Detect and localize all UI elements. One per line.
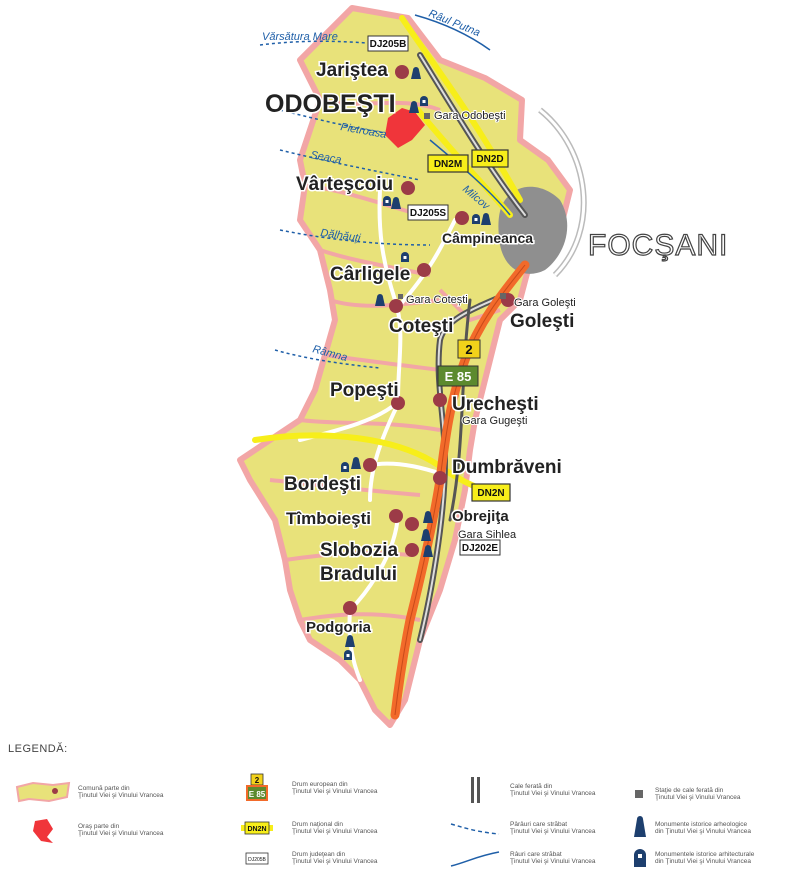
railway-station-icon: [625, 779, 655, 809]
river-label-seaca: Seaca: [309, 149, 342, 166]
commune-area-icon: [8, 777, 78, 807]
legend-text-national-road: Drum naţional din Ţinutul Viei şi Vinulu…: [292, 820, 378, 836]
legend-text-town: Oraş parte din Ţinutul Viei şi Vinului V…: [78, 822, 164, 838]
stream-icon: [440, 813, 510, 843]
commune-label-vartescoiu: Vârteşcoiu: [296, 174, 393, 195]
town-area-icon: [8, 815, 78, 845]
svg-text:DN2M: DN2M: [434, 159, 462, 170]
legend-item-national-road: DN2N Drum naţional din Ţinutul Viei şi V…: [222, 813, 417, 843]
legend-item-station: Staţie de cale ferată din Ţinutul Viei ş…: [625, 779, 805, 809]
odobesti-town-area: [385, 108, 425, 148]
river-label-dalhauti: Dălhăuţi: [320, 227, 362, 245]
station-label-golesti: Gara Goleşti: [514, 297, 576, 309]
railway: [417, 52, 528, 643]
commune-label-slobozia: Slobozia: [320, 540, 399, 561]
legend-text-county-road: Drum judeţean din Ţinutul Viei şi Vinulu…: [292, 850, 378, 866]
station-icons: [398, 113, 506, 299]
svg-text:DJ205B: DJ205B: [248, 857, 266, 863]
river-label-varsatura-mare: Vărsătura Mare: [262, 31, 338, 43]
road-tag-dj205b: DJ205B: [367, 35, 409, 52]
legend-text-european-road: Drum european din Ţinutul Viei şi Vinulu…: [292, 780, 378, 796]
svg-text:DJ205B: DJ205B: [370, 39, 407, 50]
commune-label-campineanca: Câmpineanca: [442, 230, 533, 246]
station-label-odobesti: Gara Odobeşti: [434, 110, 506, 122]
svg-text:2: 2: [255, 776, 260, 785]
commune-label-bradului: Bradului: [320, 564, 397, 585]
county-road-icon: DJ205B: [222, 843, 292, 873]
svg-text:DN2N: DN2N: [247, 826, 266, 833]
legend-item-river: Râuri care străbat Ţinutul Viei şi Vinul…: [440, 843, 635, 873]
legend-text-river: Râuri care străbat Ţinutul Viei şi Vinul…: [510, 850, 596, 866]
legend-item-european-road: 2 E 85 Drum european din Ţinutul Viei şi…: [222, 773, 417, 803]
wine-region-map: DJ205B DN2M DN2D DJ205S 2 E 85 DN2N DJ20…: [237, 5, 728, 728]
legend-item-railway: Cale ferată din Ţinutul Viei şi Vinului …: [440, 775, 635, 805]
commune-label-dumbraveni: Dumbrăveni: [452, 457, 562, 478]
town-label-odobesti: ODOBEŞTI: [265, 90, 396, 118]
road-tag-dn2m: DN2M: [427, 154, 469, 173]
architectural-monument-icon: [625, 843, 655, 873]
legend-item-town: Oraş parte din Ţinutul Viei şi Vinului V…: [8, 815, 203, 845]
road-tag-dj202e: DJ202E: [459, 539, 501, 556]
road-tag-2: 2: [457, 339, 481, 359]
european-road-icon: 2 E 85: [222, 773, 292, 803]
svg-text:2: 2: [465, 342, 472, 357]
commune-label-urechesti: Urecheşti: [452, 394, 539, 415]
city-label-focsani: FOCŞANI: [588, 229, 728, 262]
legend-text-commune: Comună parte din Ţinutul Viei şi Vinului…: [78, 784, 164, 800]
legend: LEGENDĂ: Comună parte din Ţinutul Viei ş…: [0, 735, 807, 879]
station-label-gugesti: Gara Gugeşti: [462, 415, 527, 427]
road-tag-dn2n: DN2N: [471, 483, 511, 502]
commune-label-timboiesti: Tîmboieşti: [286, 509, 371, 528]
legend-text-archaeological-monument: Monumente istorice arheologice din Ţinut…: [655, 820, 751, 836]
svg-text:DN2N: DN2N: [477, 488, 504, 499]
svg-text:DN2D: DN2D: [476, 154, 503, 165]
commune-label-popesti: Popeşti: [330, 380, 399, 401]
station-label-sihlea: Gara Sihlea: [458, 529, 517, 541]
railway-icon: [440, 775, 510, 805]
focsani-city-area: [498, 186, 568, 274]
commune-label-jaristea: Jariştea: [316, 60, 388, 81]
road-tag-dn2d: DN2D: [471, 149, 509, 168]
road-tag-dj205s: DJ205S: [407, 204, 449, 221]
svg-text:DJ202E: DJ202E: [462, 543, 498, 554]
legend-item-stream: Pârâuri care străbat Ţinutul Viei şi Vin…: [440, 813, 635, 843]
legend-item-county-road: DJ205B Drum judeţean din Ţinutul Viei şi…: [222, 843, 417, 873]
commune-label-obrejita: Obrejiţa: [452, 508, 509, 525]
legend-item-architectural-monument: Monumentele istorice arhitecturale din Ţ…: [625, 843, 805, 873]
svg-text:E 85: E 85: [445, 369, 472, 384]
road-tag-e85: E 85: [437, 365, 479, 387]
svg-text:DJ205S: DJ205S: [410, 208, 446, 219]
commune-label-bordesti: Bordeşti: [284, 474, 361, 495]
river-label-putna: Râul Putna: [427, 8, 482, 40]
river-icon: [440, 843, 510, 873]
commune-label-podgoria: Podgoria: [306, 619, 372, 636]
legend-title: LEGENDĂ:: [8, 743, 68, 755]
commune-label-carligele: Cârligele: [330, 264, 410, 285]
legend-text-stream: Pârâuri care străbat Ţinutul Viei şi Vin…: [510, 820, 596, 836]
national-road-icon: DN2N: [222, 813, 292, 843]
station-label-cotesti: Gara Cotești: [406, 294, 468, 306]
archaeological-monument-icon: [625, 813, 655, 843]
legend-item-commune: Comună parte din Ţinutul Viei şi Vinului…: [8, 777, 203, 807]
svg-text:E 85: E 85: [249, 790, 266, 799]
legend-text-station: Staţie de cale ferată din Ţinutul Viei ş…: [655, 786, 741, 802]
commune-borders: [269, 98, 501, 622]
legend-item-archaeological-monument: Monumente istorice arheologice din Ţinut…: [625, 813, 805, 843]
commune-label-golesti: Goleşti: [510, 311, 574, 332]
commune-label-cotesti: Coteşti: [389, 316, 453, 337]
legend-text-architectural-monument: Monumentele istorice arhitecturale din Ţ…: [655, 850, 755, 866]
legend-text-railway: Cale ferată din Ţinutul Viei şi Vinului …: [510, 782, 596, 798]
